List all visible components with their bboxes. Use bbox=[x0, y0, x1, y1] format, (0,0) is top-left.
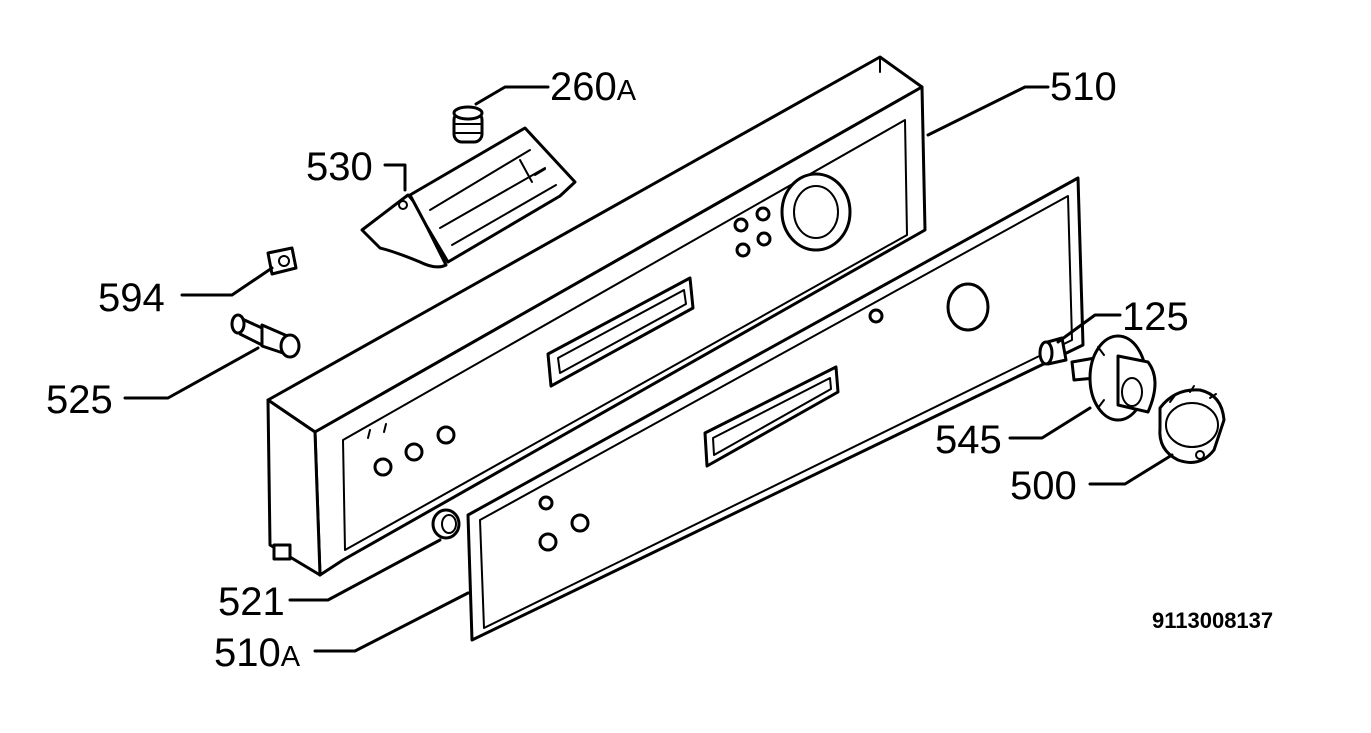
leader-525 bbox=[123, 346, 260, 400]
leader-530 bbox=[383, 163, 407, 192]
callout-545: 545 bbox=[935, 418, 1002, 462]
knob-shaft-545 bbox=[1070, 334, 1157, 422]
indicator-521 bbox=[431, 508, 461, 540]
callout-530: 530 bbox=[306, 145, 373, 189]
callout-260A: 260A bbox=[550, 65, 637, 109]
leader-500 bbox=[1088, 453, 1174, 486]
callout-510: 510 bbox=[1050, 65, 1117, 109]
facia-panel-510A bbox=[466, 176, 1085, 642]
leader-510 bbox=[926, 85, 1050, 137]
callout-594: 594 bbox=[98, 276, 165, 320]
leader-lines bbox=[123, 85, 1174, 653]
spring-125 bbox=[1038, 336, 1068, 366]
leader-594 bbox=[180, 266, 274, 297]
callout-500: 500 bbox=[1010, 464, 1077, 508]
document-number: 9113008137 bbox=[1152, 608, 1273, 633]
bracket-530 bbox=[360, 126, 577, 269]
nut-594 bbox=[266, 246, 298, 276]
grommet-260A bbox=[452, 105, 484, 144]
knob-500 bbox=[1158, 385, 1226, 464]
leader-521 bbox=[288, 538, 442, 602]
panel-housing-510 bbox=[266, 55, 927, 577]
callout-521: 521 bbox=[218, 580, 285, 624]
button-525 bbox=[230, 313, 301, 359]
callout-510A: 510A bbox=[214, 631, 301, 675]
callout-125: 125 bbox=[1122, 295, 1189, 339]
callout-525: 525 bbox=[46, 378, 113, 422]
callout-labels: 260A 510 530 594 525 125 545 500 521 510… bbox=[46, 65, 1273, 675]
leader-510A bbox=[313, 591, 470, 653]
leader-125 bbox=[1056, 313, 1122, 344]
leader-545 bbox=[1008, 406, 1092, 440]
leader-260A bbox=[474, 85, 550, 106]
